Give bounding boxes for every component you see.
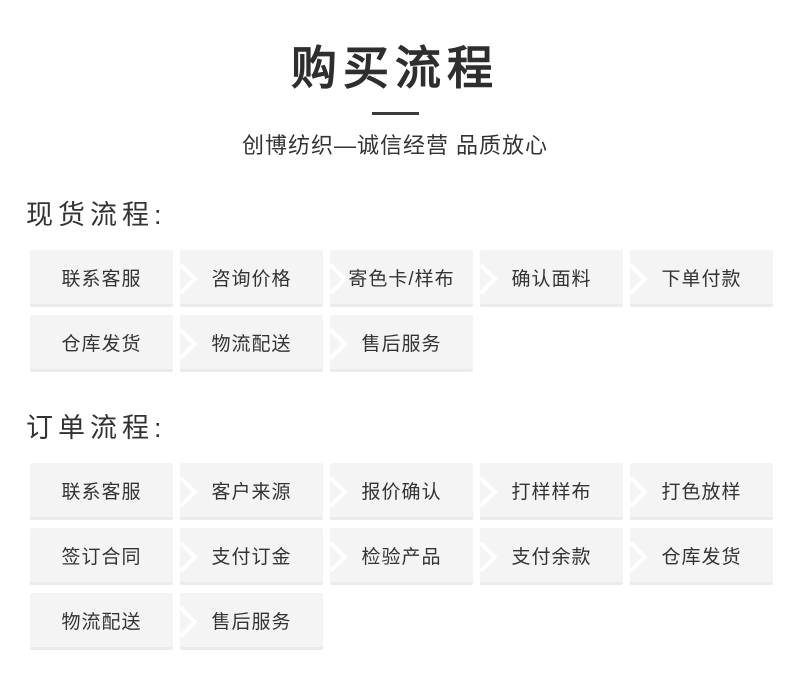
- step-box: 仓库发货: [630, 528, 773, 585]
- chevron-right-icon: [173, 528, 180, 585]
- step-box: 联系客服: [30, 250, 173, 307]
- page-title: 购买流程: [291, 41, 499, 95]
- chevron-right-icon: [473, 463, 480, 520]
- chevron-right-icon: [323, 250, 330, 307]
- step-row: 联系客服客户来源报价确认打样样布打色放样: [30, 463, 790, 520]
- step-box: 客户来源: [180, 463, 323, 520]
- chevron-right-icon: [173, 315, 180, 372]
- step-box: 联系客服: [30, 463, 173, 520]
- step-box: 咨询价格: [180, 250, 323, 307]
- step-box: 支付订金: [180, 528, 323, 585]
- chevron-right-icon: [473, 528, 480, 585]
- step-box: 确认面料: [480, 250, 623, 307]
- section-order-process: 订单流程: 联系客服客户来源报价确认打样样布打色放样签订合同支付订金检验产品支付…: [0, 410, 790, 650]
- step-row: 仓库发货物流配送售后服务: [30, 315, 790, 372]
- step-row: 联系客服咨询价格寄色卡/样布确认面料下单付款: [30, 250, 790, 307]
- step-row: 签订合同支付订金检验产品支付余款仓库发货: [30, 528, 790, 585]
- step-box: 物流配送: [30, 593, 173, 650]
- chevron-right-icon: [173, 593, 180, 650]
- chevron-right-icon: [323, 463, 330, 520]
- title-divider: [371, 112, 419, 115]
- step-box: 下单付款: [630, 250, 773, 307]
- page-subtitle: 创博纺织—诚信经营 品质放心: [241, 133, 549, 158]
- step-rows-order: 联系客服客户来源报价确认打样样布打色放样签订合同支付订金检验产品支付余款仓库发货…: [0, 463, 790, 650]
- step-box: 签订合同: [30, 528, 173, 585]
- step-box: 物流配送: [180, 315, 323, 372]
- step-rows-spot: 联系客服咨询价格寄色卡/样布确认面料下单付款仓库发货物流配送售后服务: [0, 250, 790, 372]
- section-heading-spot: 现货流程:: [26, 200, 167, 230]
- step-box: 打色放样: [630, 463, 773, 520]
- step-box: 报价确认: [330, 463, 473, 520]
- section-heading-order: 订单流程:: [26, 413, 167, 443]
- step-box: 打样样布: [480, 463, 623, 520]
- step-box: 售后服务: [180, 593, 323, 650]
- chevron-right-icon: [623, 250, 630, 307]
- section-spot-process: 现货流程: 联系客服咨询价格寄色卡/样布确认面料下单付款仓库发货物流配送售后服务: [0, 197, 790, 372]
- chevron-right-icon: [623, 463, 630, 520]
- chevron-right-icon: [173, 250, 180, 307]
- step-box: 仓库发货: [30, 315, 173, 372]
- step-box: 售后服务: [330, 315, 473, 372]
- chevron-right-icon: [473, 250, 480, 307]
- step-box: 寄色卡/样布: [330, 250, 473, 307]
- chevron-right-icon: [323, 528, 330, 585]
- chevron-right-icon: [173, 463, 180, 520]
- chevron-right-icon: [323, 315, 330, 372]
- step-row: 物流配送售后服务: [30, 593, 790, 650]
- step-box: 检验产品: [330, 528, 473, 585]
- chevron-right-icon: [623, 528, 630, 585]
- step-box: 支付余款: [480, 528, 623, 585]
- page-header: 购买流程 创博纺织—诚信经营 品质放心: [0, 0, 790, 161]
